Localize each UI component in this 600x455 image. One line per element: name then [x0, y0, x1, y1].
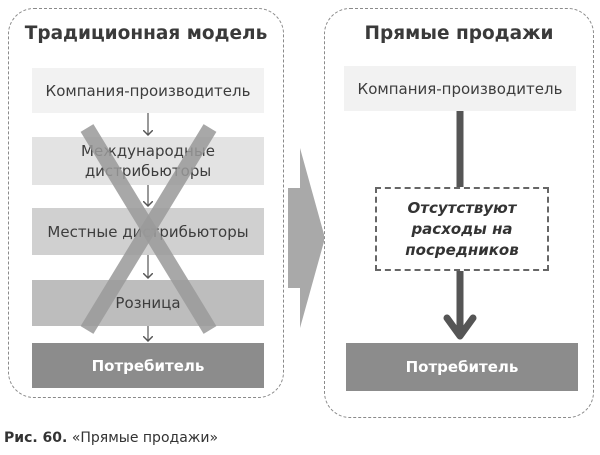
transition-arrow [288, 148, 325, 328]
manufacturer-box-direct: Компания-производитель [344, 66, 576, 111]
direct-sales-title: Прямые продажи [364, 23, 554, 44]
cross-stroke-2 [80, 124, 217, 334]
traditional-model-title: Традиционная модель [24, 23, 268, 44]
manufacturer-box: Компания-производитель [32, 68, 264, 113]
retail-box: Розница [32, 280, 264, 326]
figure-number: Рис. 60. [4, 430, 68, 446]
consumer-box-right: Потребитель [346, 343, 578, 391]
consumer-box-left: Потребитель [32, 343, 264, 388]
no-intermediary-costs-box: Отсутствуют расходы на посредников [375, 187, 549, 271]
figure-caption: Рис. 60. «Прямые продажи» [4, 430, 218, 446]
direct-arrow-head [443, 314, 477, 340]
figure-title: «Прямые продажи» [71, 430, 219, 446]
